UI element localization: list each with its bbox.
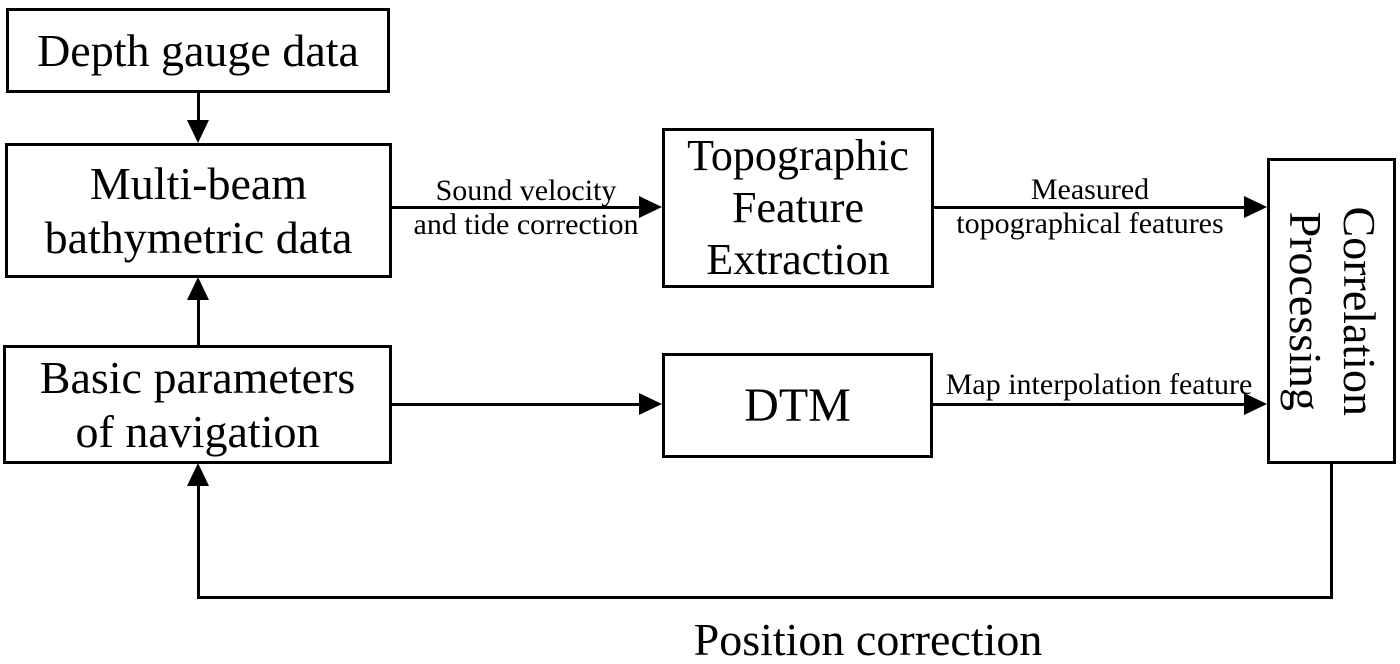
arrowhead-right-icon — [1244, 196, 1267, 218]
connector-basic-to-multibeam — [197, 298, 200, 345]
connector-basic-to-dtm — [392, 403, 642, 406]
node-topographic-feature-extraction: Topographic Feature Extraction — [662, 128, 934, 288]
node-depth-gauge-data: Depth gauge data — [6, 8, 390, 93]
arrowhead-right-icon — [1244, 393, 1267, 415]
connector-feedback-horizontal — [197, 596, 1333, 599]
arrowhead-down-icon — [187, 120, 209, 143]
connector-depth-to-multibeam — [197, 92, 200, 123]
edge-label-measured-topographical-features: Measured topographical features — [956, 173, 1224, 240]
node-depth-gauge-data-label: Depth gauge data — [37, 24, 359, 76]
connector-topographic-to-correlation — [933, 206, 1247, 209]
connector-feedback-vertical-right — [1330, 463, 1333, 599]
connector-feedback-vertical-left — [197, 484, 200, 599]
edge-label-position-correction: Position correction — [693, 614, 1043, 664]
node-topographic-feature-extraction-label: Topographic Feature Extraction — [687, 131, 909, 284]
arrowhead-up-icon — [187, 463, 209, 486]
arrowhead-right-icon — [639, 196, 662, 218]
arrowhead-up-icon — [187, 277, 209, 300]
connector-multibeam-to-topographic — [392, 206, 642, 209]
connector-dtm-to-correlation — [932, 403, 1247, 406]
node-dtm-label: DTM — [744, 378, 851, 432]
node-correlation-processing-label: Correlation Processing — [1279, 206, 1385, 416]
node-basic-parameters-of-navigation-label: Basic parameters of navigation — [39, 352, 356, 457]
node-dtm: DTM — [662, 353, 933, 458]
node-correlation-processing: Correlation Processing — [1267, 158, 1396, 464]
edge-label-map-interpolation-feature: Map interpolation feature — [945, 368, 1253, 401]
edge-label-sound-velocity-tide-correction: Sound velocity and tide correction — [413, 174, 639, 241]
node-multibeam-bathymetric-data-label: Multi-beam bathymetric data — [44, 158, 353, 263]
node-basic-parameters-of-navigation: Basic parameters of navigation — [3, 345, 392, 464]
node-multibeam-bathymetric-data: Multi-beam bathymetric data — [5, 143, 392, 278]
arrowhead-right-icon — [639, 393, 662, 415]
